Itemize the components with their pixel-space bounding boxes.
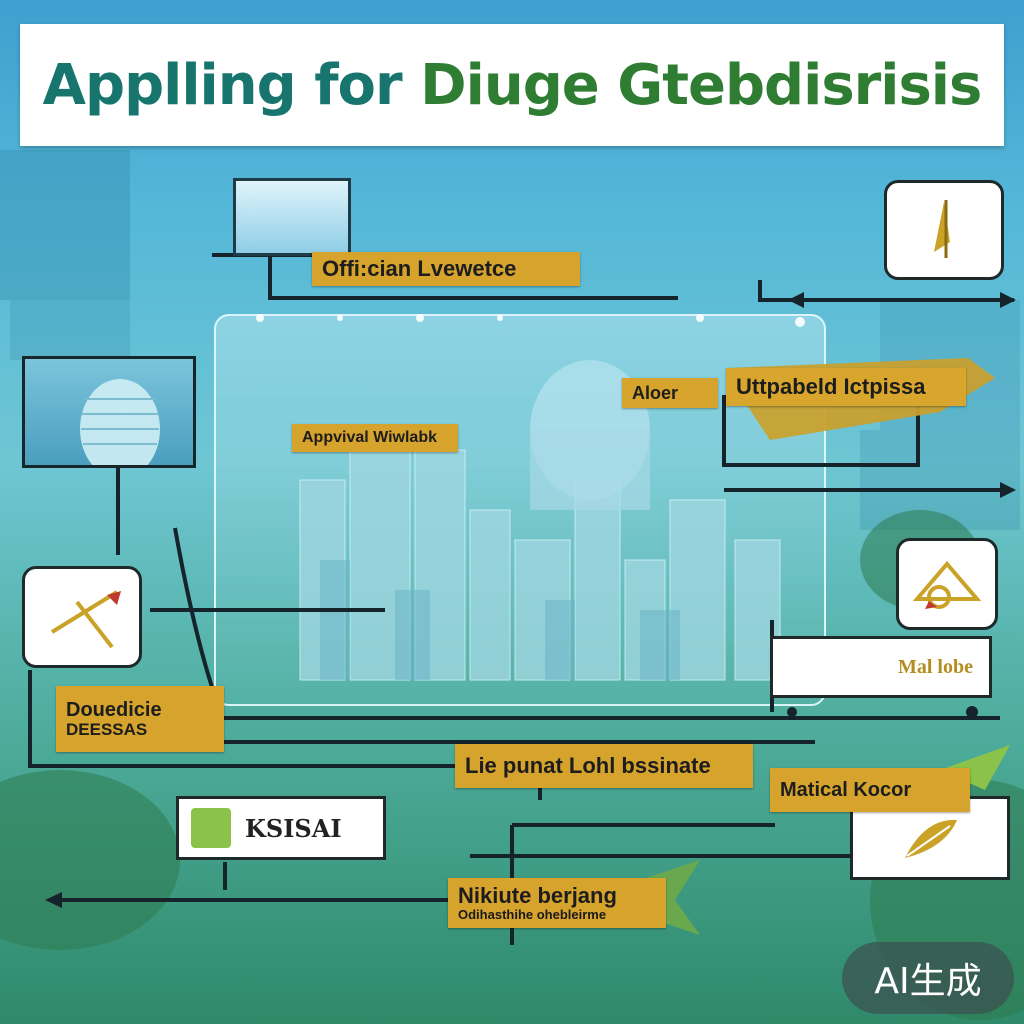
leaf-icon [905, 819, 957, 858]
hand-pointer-box[interactable] [884, 180, 1004, 280]
aloer-label[interactable]: Aloer [622, 378, 718, 408]
form-card [233, 178, 351, 256]
ai-generated-badge: AI生成 [842, 942, 1014, 1014]
hand-pointer-icon [934, 200, 950, 258]
tools-box[interactable] [22, 566, 142, 668]
uttpabeld-text: Uttpabeld Ictpissa [736, 374, 926, 399]
document-icon [191, 808, 231, 848]
title-main: Applling for [42, 52, 421, 118]
official-lvewetce-text: Offi:cian Lvewetce [322, 256, 517, 281]
matical-label[interactable]: Matical Kocor [770, 768, 970, 812]
douedicie-text: Douedicie [66, 698, 162, 721]
nikiute-text: Nikiute berjang [458, 882, 617, 908]
tools-icon [50, 590, 121, 649]
lie-punat-label[interactable]: Lie punat Lohl bssinate [455, 744, 753, 788]
ksisai-box[interactable]: KSISAI [176, 796, 386, 860]
official-lvewetce-label[interactable]: Offi:cian Lvewetce [312, 252, 580, 286]
hand-stamp-icon [912, 560, 982, 609]
page-title: Applling for Diuge Gtebdisrisis [42, 52, 983, 118]
douedicie-label[interactable]: Douedicie DEESSAS [56, 686, 224, 752]
approval-label[interactable]: Appvival Wiwlabk [292, 424, 458, 452]
ksisai-text: KSISAI [245, 813, 342, 843]
approval-text: Appvival Wiwlabk [302, 429, 437, 446]
aloer-text: Aloer [632, 382, 679, 403]
mal-lobe-box[interactable]: Mal lobe [770, 636, 992, 698]
uttpabeld-label[interactable]: Uttpabeld Ictpissa [726, 368, 966, 406]
title-highlight: Diuge Gtebdisrisis [420, 52, 982, 118]
title-banner: Applling for Diuge Gtebdisrisis [20, 24, 1004, 146]
nikiute-subtext: Odihasthihe ohebleirme [458, 906, 607, 922]
building-icon [80, 379, 160, 465]
mal-lobe-text: Mal lobe [898, 655, 973, 678]
nikiute-label[interactable]: Nikiute berjang Odihasthihe ohebleirme [448, 878, 666, 928]
building-thumbnail [22, 356, 196, 468]
matical-text: Matical Kocor [780, 778, 912, 801]
ai-generated-text: AI生成 [874, 961, 982, 1002]
deessas-text: DEESSAS [66, 719, 148, 739]
lie-punat-text: Lie punat Lohl bssinate [465, 753, 711, 778]
hand-stamp-box[interactable] [896, 538, 998, 630]
